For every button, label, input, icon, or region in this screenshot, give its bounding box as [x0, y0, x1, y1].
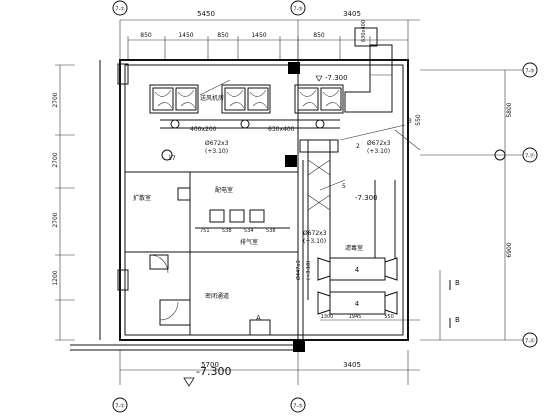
dim-top-2: 3405	[343, 10, 361, 18]
grid-bubble-right-bottom: 7-Ⓔ	[522, 332, 538, 348]
svg-text:7-③: 7-③	[293, 7, 302, 13]
dim-left-3: 2700	[52, 212, 59, 227]
dim-sub-1: 850	[140, 32, 152, 39]
filter-unit-2-label: 4	[355, 300, 360, 308]
column-left-bottom	[117, 269, 129, 291]
column-top	[288, 62, 300, 74]
duct-label-2: 400x200	[190, 126, 217, 133]
dim-right-3: 550	[415, 114, 422, 126]
segment-4: 538	[266, 228, 276, 234]
dim-bottom-small-1: 1300	[321, 314, 334, 320]
small-equipment	[177, 187, 290, 229]
pipe-label-4-elev: (+3.10)	[306, 261, 312, 280]
room-label-4: 排气室	[240, 238, 258, 246]
segment-2: 538	[222, 228, 232, 234]
room-label-6: 密闭通道	[205, 292, 229, 300]
filter-units	[317, 180, 398, 315]
level-bottom-marker	[183, 377, 195, 387]
main-duct	[160, 27, 393, 129]
section-b: B	[455, 279, 460, 287]
svg-text:7-Ⓔ: 7-Ⓔ	[525, 338, 535, 345]
grid-bubble-top-mid: 7-③	[290, 0, 306, 16]
duct-label-1: 630x400	[268, 126, 295, 133]
dim-sub-5: 850	[313, 32, 325, 39]
dim-sub-3: 850	[217, 32, 229, 39]
column-top-left	[117, 63, 129, 85]
column-mid	[285, 155, 297, 167]
segment-1: 751	[200, 228, 210, 234]
dim-sub-4: 1450	[251, 32, 266, 39]
room-label-5: 滤毒室	[345, 244, 363, 252]
pipe-label-1-elev: (+3.10)	[205, 148, 228, 155]
callout-3: 2	[356, 143, 360, 150]
dim-sub-2: 1450	[178, 32, 193, 39]
fan-units	[149, 84, 344, 114]
pipe-label-1: Ø672x3	[205, 140, 229, 147]
dim-right-2: 6900	[506, 242, 513, 257]
dim-left-4: 1200	[52, 270, 59, 285]
filter-unit-1-label: 4	[355, 266, 360, 274]
internal-walls	[125, 60, 304, 340]
callout-4: 17	[168, 155, 176, 162]
level-top: -7.300	[325, 74, 348, 82]
dim-bottom-small-3: 550	[384, 314, 394, 320]
room-label-1: 送风机房	[200, 94, 224, 102]
level-top-marker	[315, 75, 323, 82]
grid-bubble-top-left: 7-①	[112, 0, 128, 16]
duct-label-3: 630x400	[361, 20, 367, 42]
room-label-3: 扩散室	[133, 194, 151, 202]
grid-bubble-right-mid: 7-Ⓕ	[522, 147, 538, 163]
dim-left-2: 2700	[52, 152, 59, 167]
svg-text:7-③: 7-③	[293, 404, 302, 410]
callout-2: 5	[342, 183, 346, 190]
dim-top-1: 5450	[197, 10, 215, 18]
svg-text:7-⑤: 7-⑤	[525, 69, 534, 75]
svg-text:7-①: 7-①	[115, 7, 125, 13]
left-dimension-lines	[55, 64, 75, 341]
dim-left-1: 2700	[52, 92, 59, 107]
dim-right-1: 5800	[506, 102, 513, 117]
svg-text:7-Ⓕ: 7-Ⓕ	[525, 153, 535, 160]
top-dimension-lines	[119, 19, 420, 60]
grid-bubble-bottom-left: 7-①	[112, 397, 128, 413]
grid-bubble-bottom-mid: 7-③	[290, 397, 306, 413]
dim-bottom-2: 3405	[343, 361, 361, 369]
pipe-label-3-elev: (+3.10)	[303, 238, 326, 245]
grid-bubble-right-top: 7-⑤	[522, 62, 538, 78]
level-mid: -7.300	[355, 194, 378, 202]
doors	[149, 254, 271, 336]
dim-bottom-1: 5700	[201, 361, 219, 369]
dampers	[161, 119, 506, 161]
svg-text:7-①: 7-①	[115, 404, 125, 410]
leader-lines	[199, 79, 421, 191]
section-a: A	[256, 314, 261, 322]
dim-bottom-small-2: 1945	[349, 314, 362, 320]
pipe-label-3: Ø672x3	[303, 230, 327, 237]
level-bottom: -7.300	[196, 365, 231, 378]
pipe-label-2: Ø672x3	[367, 140, 391, 147]
callout-1: 3	[408, 118, 412, 125]
section-b2: B	[455, 316, 460, 324]
room-label-2: 配电室	[215, 186, 233, 194]
pipe-label-4: Ø447x3	[295, 260, 302, 280]
pipe-label-2-elev: (+3.10)	[367, 148, 390, 155]
column-bottom	[293, 340, 305, 352]
segment-3: 534	[244, 228, 254, 234]
